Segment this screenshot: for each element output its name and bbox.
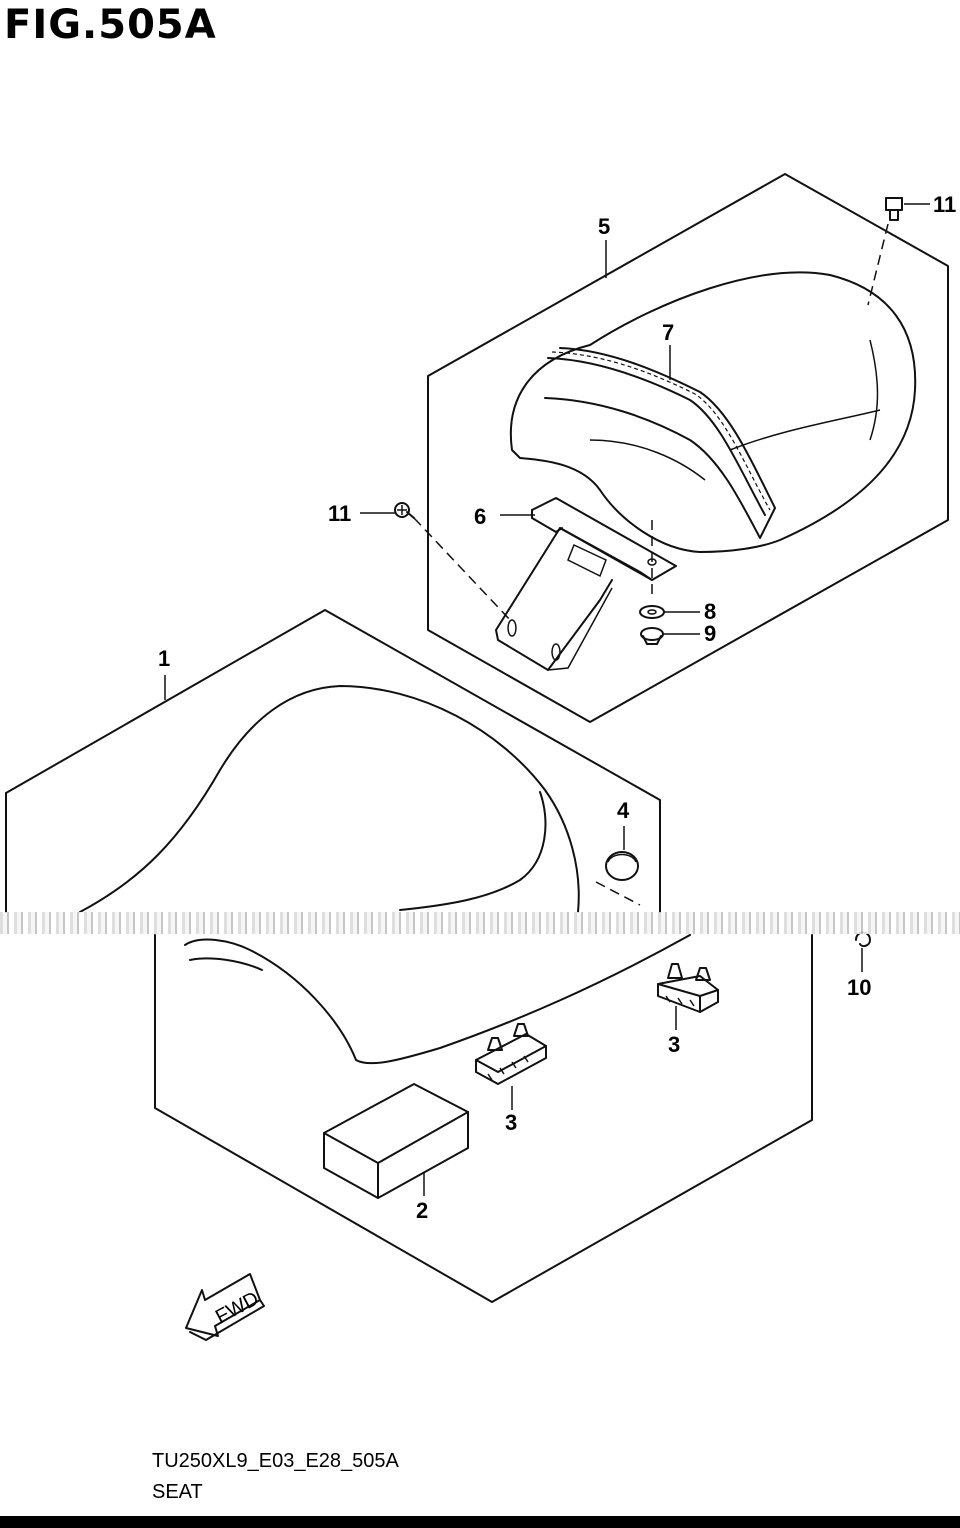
- scan-artifact-band: [0, 912, 960, 934]
- seat-bracket-part-6[interactable]: [495, 497, 677, 671]
- bolt-part-11-right[interactable]: [885, 197, 903, 221]
- figure-title: FIG.505A: [4, 2, 217, 48]
- callout-9: 9: [704, 621, 716, 646]
- nut-part-9[interactable]: [640, 627, 664, 645]
- cushion-block-part-2[interactable]: [323, 1083, 469, 1199]
- callout-3-left: 3: [505, 1110, 517, 1135]
- callout-11-right: 11: [933, 192, 956, 217]
- diagram-code: TU250XL9_E03_E28_505A: [152, 1450, 399, 1472]
- main-seat-group-outline: [5, 609, 661, 913]
- callout-3-right: 3: [668, 1032, 680, 1057]
- callout-10: 10: [847, 975, 871, 1000]
- rear-seat-group-outline: [427, 173, 949, 723]
- clip-part-10[interactable]: [855, 931, 871, 948]
- main-seat-part-1[interactable]: [79, 685, 691, 1065]
- callout-6: 6: [474, 504, 486, 529]
- seat-bumper-part-3-left[interactable]: [475, 1023, 547, 1085]
- bolt-part-11-left[interactable]: [394, 502, 415, 519]
- passenger-seat-part-7[interactable]: [509, 271, 917, 553]
- damper-part-4[interactable]: [605, 851, 639, 881]
- callout-4: 4: [617, 798, 630, 823]
- fwd-arrow-icon: FWD: [185, 1273, 265, 1341]
- seat-bumper-part-3-right[interactable]: [657, 963, 719, 1013]
- bottom-border: [0, 1516, 960, 1528]
- diagram-name: SEAT: [152, 1481, 203, 1503]
- callout-1: 1: [158, 646, 170, 671]
- washer-part-8[interactable]: [639, 605, 665, 619]
- callout-7: 7: [662, 320, 674, 345]
- callout-5: 5: [598, 214, 610, 239]
- callout-11-left: 11: [328, 501, 351, 526]
- callout-8: 8: [704, 599, 716, 624]
- callout-2: 2: [416, 1198, 428, 1223]
